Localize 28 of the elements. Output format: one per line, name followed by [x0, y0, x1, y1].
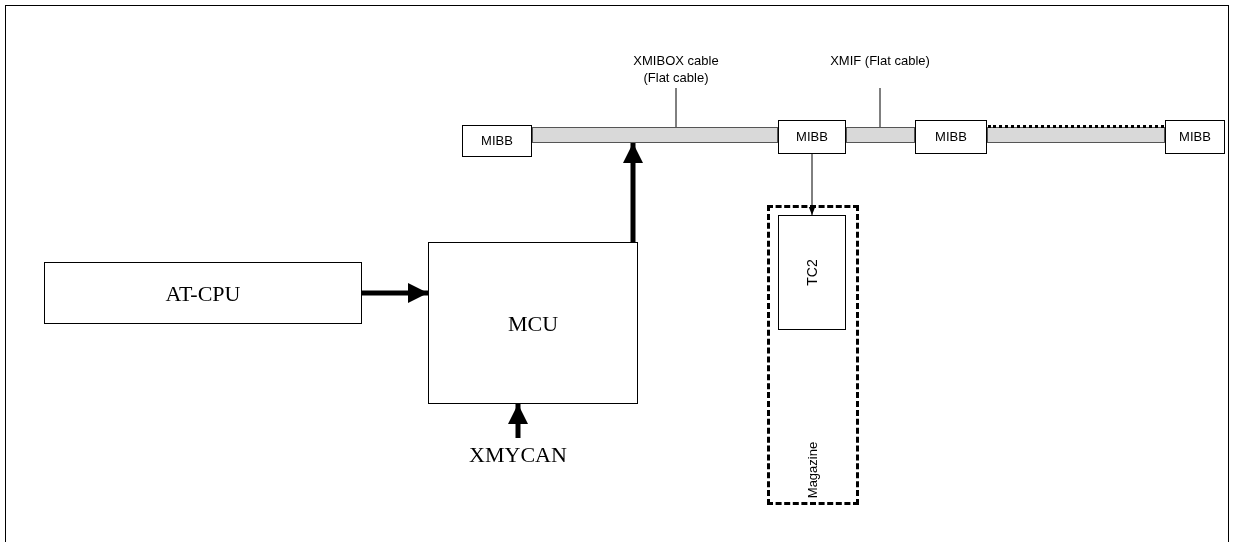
connector-label: MIBB: [1179, 128, 1211, 147]
arrow: [623, 143, 643, 242]
block-box: [428, 242, 638, 404]
cable-bar: [532, 127, 778, 143]
block-box: [778, 215, 846, 330]
block-label: AT-CPU: [165, 279, 241, 308]
connector-box: [1165, 120, 1225, 154]
cable-bar: [846, 127, 915, 143]
signal-label: XMYCAN: [469, 440, 567, 469]
cable-bar: [987, 127, 1165, 143]
arrow: [508, 404, 528, 438]
block-box: [44, 262, 362, 324]
cable-label: XMIBOX cable (Flat cable): [632, 52, 720, 86]
block-label: TC2: [802, 259, 821, 286]
connector-box: [915, 120, 987, 154]
leader-line: [879, 87, 881, 128]
arrow: [362, 283, 428, 303]
connector-label: MIBB: [481, 132, 513, 151]
arrow: [808, 153, 816, 216]
connector-label: MIBB: [796, 128, 828, 147]
connector-box: [778, 120, 846, 154]
cable-label: XMIF (Flat cable): [830, 52, 930, 69]
connector-label: MIBB: [935, 128, 967, 147]
leader-line: [675, 87, 677, 128]
block-label: MCU: [507, 309, 559, 338]
connector-box: [462, 125, 532, 157]
dashed-group-box: [767, 205, 859, 505]
block-label: Magazine: [804, 441, 822, 499]
